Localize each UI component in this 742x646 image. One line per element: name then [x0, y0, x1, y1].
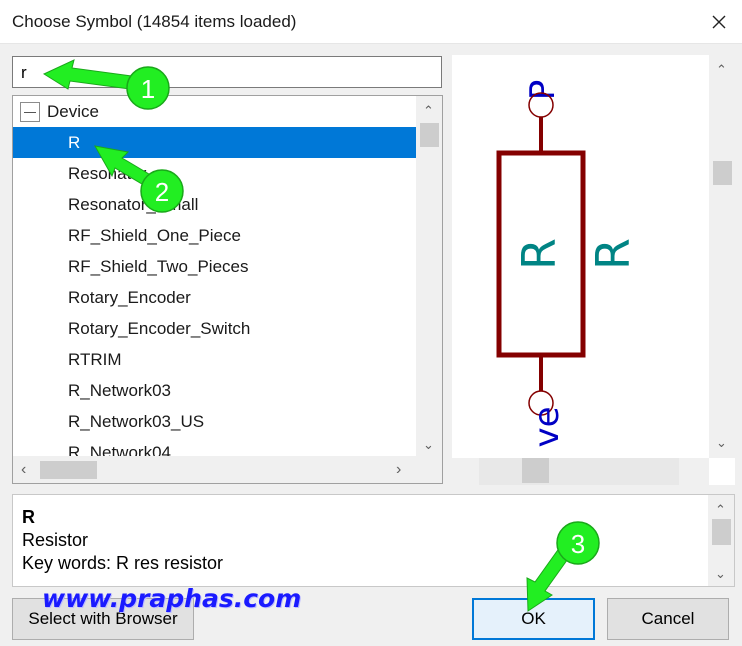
close-icon — [712, 15, 726, 29]
tree-item-label: RF_Shield_One_Piece — [68, 226, 241, 245]
chevron-up-icon[interactable]: ⌃ — [716, 62, 727, 77]
scroll-thumb[interactable] — [712, 519, 731, 545]
tree-item-label: Resonator_Small — [68, 195, 199, 214]
collapse-icon[interactable] — [20, 102, 40, 122]
chevron-left-icon[interactable]: ‹ — [21, 461, 27, 478]
scroll-thumb[interactable] — [40, 461, 97, 479]
value-label: R — [586, 238, 640, 270]
pin-bottom-circle — [528, 390, 554, 416]
reference-label: R — [512, 238, 566, 270]
tree-item-label: RF_Shield_Two_Pieces — [68, 257, 249, 276]
chevron-down-icon[interactable]: ⌄ — [423, 437, 434, 452]
tree-item-label: R — [68, 133, 81, 152]
chevron-down-icon[interactable]: ⌄ — [716, 435, 727, 450]
tree-item[interactable]: RF_Shield_One_Piece — [13, 220, 416, 251]
tree-item-label: R_Network04 — [68, 443, 171, 458]
tree-item[interactable]: Rotary_Encoder — [13, 282, 416, 313]
pin-bottom-text: ve — [527, 406, 567, 447]
tree-vertical-scrollbar[interactable]: ⌃ ⌄ — [416, 96, 442, 458]
tree-item-label: Rotary_Encoder — [68, 288, 191, 307]
search-input[interactable]: r — [12, 56, 442, 88]
tree-item[interactable]: R_Network03_US — [13, 406, 416, 437]
chevron-up-icon[interactable]: ⌃ — [715, 502, 726, 517]
ok-button[interactable]: OK — [472, 598, 595, 640]
scroll-thumb[interactable] — [713, 161, 732, 185]
tree-item-label: Rotary_Encoder_Switch — [68, 319, 251, 338]
scroll-track — [479, 458, 679, 485]
scroll-thumb[interactable] — [420, 123, 439, 147]
tree-item[interactable]: RF_Shield_Two_Pieces — [13, 251, 416, 282]
tree-item-label: RTRIM — [68, 350, 122, 369]
tree-item[interactable]: Resonator — [13, 158, 416, 189]
preview-vertical-scrollbar[interactable]: ⌃ ⌄ — [709, 55, 735, 458]
close-button[interactable] — [696, 0, 742, 44]
tree-list: Device R Resonator Resonator_Small RF_Sh… — [13, 96, 416, 458]
tree-group-device[interactable]: Device — [13, 96, 416, 127]
tree-item-label: R_Network03_US — [68, 412, 205, 431]
scroll-corner — [416, 456, 442, 483]
chevron-right-icon[interactable]: › — [396, 461, 402, 478]
scroll-thumb[interactable] — [522, 458, 549, 483]
tree-item[interactable]: Rotary_Encoder_Switch — [13, 313, 416, 344]
tree-item-label: R_Network03 — [68, 381, 171, 400]
symbol-description: Resistor — [22, 530, 89, 550]
chevron-down-icon[interactable]: ⌄ — [715, 566, 726, 581]
resistor-symbol: P R R ve — [496, 80, 640, 448]
tree-horizontal-scrollbar[interactable]: ‹ › — [13, 456, 416, 483]
title-bar: Choose Symbol (14854 items loaded) — [0, 0, 742, 44]
chevron-up-icon[interactable]: ⌃ — [423, 103, 434, 118]
symbol-details: R Resistor Key words: R res resistor ⌃ ⌄ — [12, 494, 735, 587]
tree-item[interactable]: RTRIM — [13, 344, 416, 375]
symbol-tree[interactable]: Device R Resonator Resonator_Small RF_Sh… — [12, 95, 443, 484]
preview-horizontal-scrollbar[interactable] — [452, 458, 709, 485]
pin-top-text: P — [523, 80, 563, 101]
symbol-preview: P R R ve ⌃ ⌄ — [452, 55, 735, 485]
tree-item[interactable]: R_Network04 — [13, 437, 416, 458]
tree-item-r[interactable]: R — [13, 127, 416, 158]
tree-item-label: Resonator — [68, 164, 147, 183]
symbol-keywords: Key words: R res resistor — [22, 553, 224, 573]
select-with-browser-button[interactable]: Select with Browser — [12, 598, 194, 640]
details-scrollbar[interactable]: ⌃ ⌄ — [708, 495, 734, 586]
tree-item[interactable]: Resonator_Small — [13, 189, 416, 220]
tree-group-label: Device — [47, 102, 99, 121]
window-title: Choose Symbol (14854 items loaded) — [12, 12, 297, 31]
watermark: www.praphas.com — [42, 584, 302, 613]
symbol-name: R — [22, 507, 35, 527]
tree-item[interactable]: R_Network03 — [13, 375, 416, 406]
cancel-button[interactable]: Cancel — [607, 598, 729, 640]
